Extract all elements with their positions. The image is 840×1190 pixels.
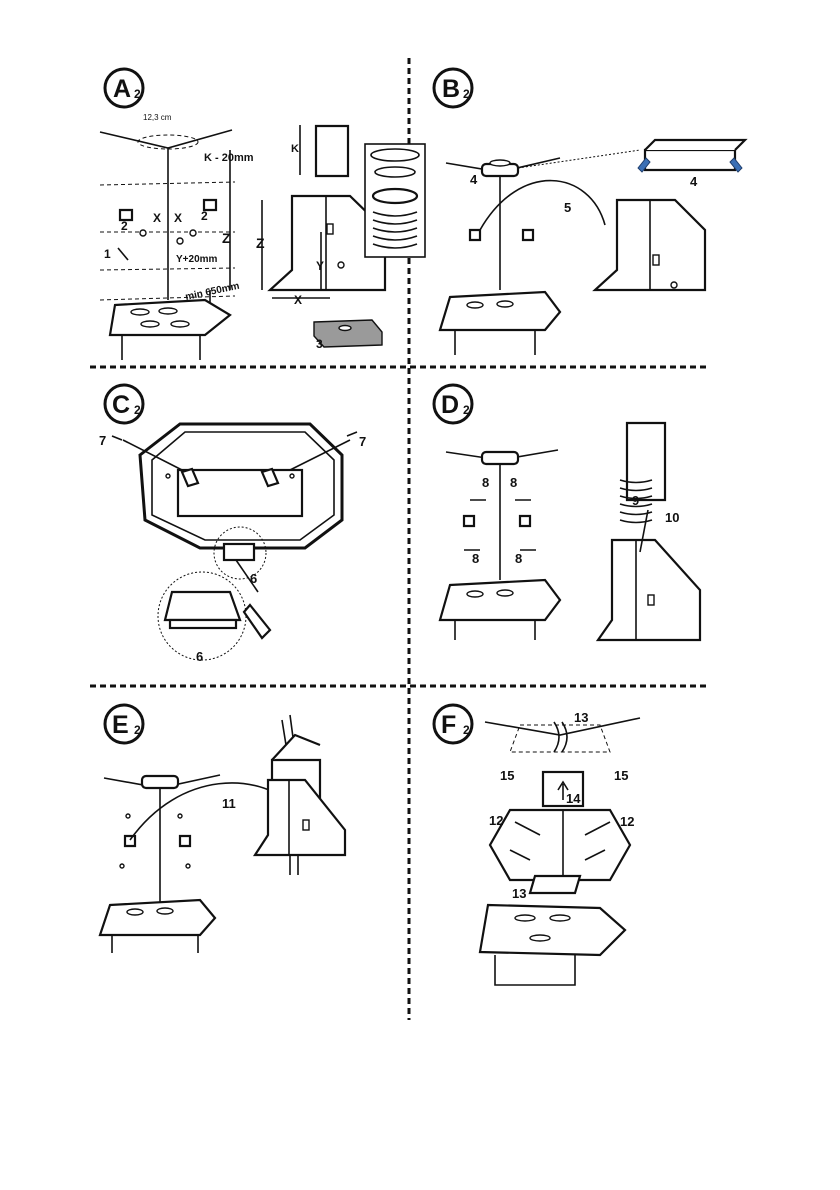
- panel-a-badge: A 2: [103, 67, 145, 109]
- svg-text:F: F: [441, 711, 456, 739]
- panel-e: E 2 11: [98, 703, 347, 953]
- svg-text:14: 14: [566, 791, 581, 806]
- screw-1-icon: [117, 247, 129, 261]
- panel-c: C 2 7 7 6 6: [99, 383, 366, 664]
- svg-text:Y+20mm: Y+20mm: [176, 254, 218, 265]
- svg-text:4: 4: [690, 174, 698, 189]
- panel-b: B 2 4 5: [432, 67, 748, 355]
- panel-e-badge: E 2: [103, 703, 145, 745]
- svg-text:B: B: [442, 75, 460, 103]
- svg-text:10: 10: [665, 510, 679, 525]
- panel-a: A 2 12,3: [99, 67, 426, 360]
- svg-text:Z: Z: [222, 230, 231, 246]
- panel-d-badge: D 2: [432, 383, 474, 425]
- screw-7-left-icon: [111, 435, 123, 441]
- svg-text:2: 2: [134, 403, 141, 417]
- svg-text:min 650mm: min 650mm: [184, 281, 240, 303]
- svg-text:2: 2: [463, 723, 470, 737]
- svg-text:Z: Z: [256, 235, 265, 251]
- svg-text:D: D: [441, 391, 459, 419]
- svg-text:2: 2: [134, 87, 141, 101]
- svg-text:12: 12: [489, 813, 503, 828]
- ceiling-bracket-diagram: [438, 149, 641, 355]
- svg-text:7: 7: [99, 433, 106, 448]
- wall-plug-right-icon: [729, 157, 743, 173]
- svg-text:8: 8: [482, 475, 489, 490]
- hood-body-lift: [479, 179, 707, 292]
- svg-text:13: 13: [512, 886, 526, 901]
- filter-plate: [528, 874, 582, 895]
- duct-exploded-inset: [364, 143, 426, 258]
- svg-text:1: 1: [104, 247, 111, 261]
- wall-bracket-left: [468, 228, 482, 242]
- svg-text:K - 20mm: K - 20mm: [204, 152, 254, 164]
- svg-text:2: 2: [201, 209, 208, 223]
- wall-bracket-right: [521, 228, 535, 242]
- svg-text:A: A: [113, 75, 131, 103]
- svg-text:5: 5: [564, 200, 571, 215]
- screw-7-right-icon: [346, 431, 358, 437]
- svg-text:K: K: [291, 143, 299, 155]
- svg-text:8: 8: [515, 551, 522, 566]
- svg-text:15: 15: [500, 768, 514, 783]
- svg-text:X: X: [153, 211, 161, 225]
- svg-text:2: 2: [134, 723, 141, 737]
- panel-b-badge: B 2: [432, 67, 474, 109]
- svg-text:13: 13: [574, 710, 588, 725]
- svg-text:7: 7: [359, 434, 366, 449]
- svg-text:12,3 cm: 12,3 cm: [143, 113, 172, 122]
- panel-f-badge: F 2: [432, 703, 474, 745]
- panel-d: D 2 8 8 8 8 9 10: [432, 383, 702, 642]
- svg-text:C: C: [112, 391, 130, 419]
- bracket-screws-diagram: [438, 449, 562, 640]
- svg-text:Y: Y: [316, 259, 324, 273]
- svg-text:11: 11: [222, 796, 236, 811]
- filter-removal-detail: [157, 526, 272, 661]
- svg-text:15: 15: [614, 768, 628, 783]
- panel-f: F 2 13 15 15 14 12 12 13: [432, 703, 641, 986]
- svg-text:E: E: [112, 711, 129, 739]
- panel-c-badge: C 2: [103, 383, 145, 425]
- wall-bracket-left: [118, 208, 134, 222]
- duct-cover-assembly: [478, 717, 641, 986]
- svg-text:8: 8: [472, 551, 479, 566]
- hood-underside-view: [111, 422, 358, 550]
- hood-with-cable-duct: [129, 714, 347, 875]
- svg-text:4: 4: [470, 172, 478, 187]
- wall-bracket-right: [202, 198, 218, 212]
- screwdriver-icon: [242, 603, 272, 640]
- bracket-detail-with-anchors: [637, 138, 748, 173]
- wall-brackets-diagram: [98, 774, 221, 953]
- svg-text:2: 2: [463, 403, 470, 417]
- svg-text:2: 2: [463, 87, 470, 101]
- svg-text:8: 8: [510, 475, 517, 490]
- hood-body-dimensions: [261, 124, 387, 348]
- svg-text:9: 9: [632, 493, 639, 508]
- svg-text:6: 6: [250, 571, 257, 586]
- flex-duct-bottom-icon: [289, 855, 299, 875]
- svg-text:X: X: [294, 293, 302, 307]
- wall-marking-diagram: [99, 129, 236, 360]
- svg-text:2: 2: [121, 219, 128, 233]
- wall-plug-left-icon: [637, 157, 651, 173]
- svg-text:6: 6: [196, 649, 203, 664]
- svg-text:3: 3: [316, 337, 323, 351]
- svg-text:12: 12: [620, 814, 634, 829]
- hood-duct-assembly: [595, 421, 702, 642]
- svg-text:X: X: [174, 211, 182, 225]
